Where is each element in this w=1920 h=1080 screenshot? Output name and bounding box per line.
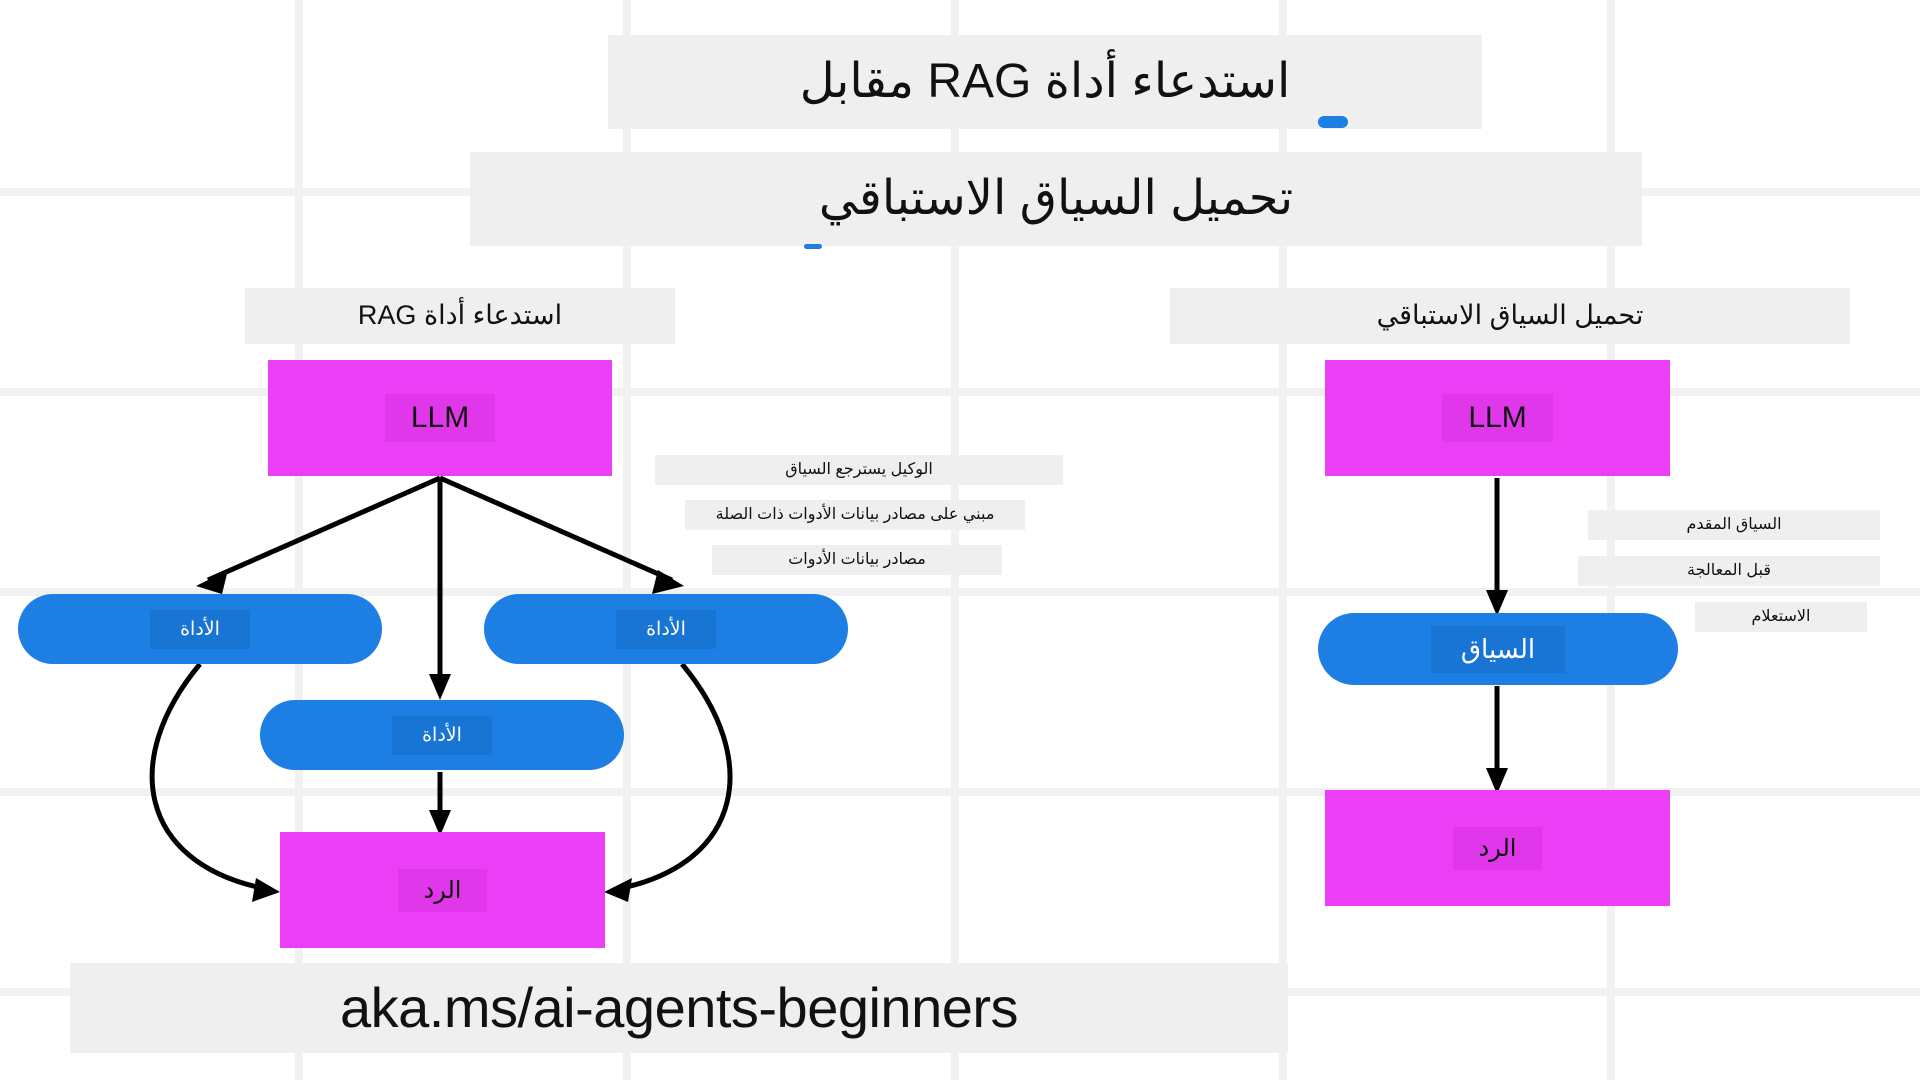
node-response-left-label: الرد [397, 868, 488, 912]
node-response-right: الرد [1325, 790, 1670, 906]
column-header-proactive-context-loading: تحميل السياق الاستباقي [1170, 288, 1850, 344]
annotation-agent-retrieves-context: الوكيل يسترجع السياق [655, 455, 1063, 485]
node-llm-right-label: LLM [1442, 394, 1553, 442]
arrow-llm-to-tool-right [438, 475, 684, 594]
annotation-tool-data-sources: مصادر بيانات الأدوات [712, 545, 1002, 575]
node-tool-left: الأداة [18, 594, 382, 664]
footer-url: aka.ms/ai-agents-beginners [70, 963, 1288, 1053]
node-tool-right-label: الأداة [616, 609, 716, 649]
page-title-line-2: تحميل السياق الاستباقي [470, 152, 1642, 246]
arrow-llm-to-tool-left [196, 475, 442, 594]
arrow-llm-to-tool-center [429, 478, 451, 700]
node-context-label: السياق [1430, 625, 1566, 673]
node-tool-center: الأداة [260, 700, 624, 770]
node-tool-left-label: الأداة [150, 609, 250, 649]
arrow-tool-right-to-response [604, 662, 733, 902]
annotation-context-provided: السياق المقدم [1588, 510, 1880, 540]
node-llm-right: LLM [1325, 360, 1670, 476]
arrow-tool-center-to-response [429, 772, 451, 836]
arrow-context-to-response [1486, 686, 1508, 794]
node-context: السياق [1318, 613, 1678, 685]
node-llm-left-label: LLM [384, 394, 496, 442]
node-response-right-label: الرد [1452, 826, 1543, 870]
annotation-before-processing: قبل المعالجة [1578, 556, 1880, 586]
annotation-the-query: الاستعلام [1695, 602, 1867, 632]
arrow-tool-left-to-response [149, 662, 280, 902]
annotation-based-on-relevant-tool-data-sources: مبني على مصادر بيانات الأدوات ذات الصلة [685, 500, 1025, 530]
arrow-llm-to-context [1486, 478, 1508, 616]
page-title-line-1: استدعاء أداة RAG مقابل [608, 35, 1482, 129]
node-llm-left: LLM [268, 360, 612, 476]
node-tool-center-label: الأداة [392, 715, 492, 755]
node-response-left: الرد [280, 832, 605, 948]
node-tool-right: الأداة [484, 594, 848, 664]
column-header-rag-tool-calling: استدعاء أداة RAG [245, 288, 675, 344]
